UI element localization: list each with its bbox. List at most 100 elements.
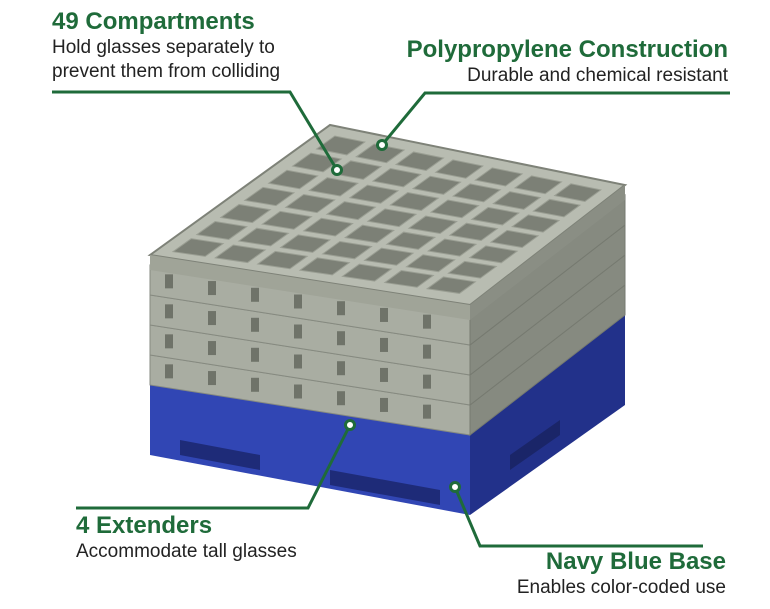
leader-lines	[52, 90, 730, 548]
compartment-cell	[553, 183, 602, 203]
extender-slot	[294, 324, 302, 339]
compartment-cell	[308, 177, 360, 197]
marker-base	[449, 481, 461, 493]
callout-extenders: 4 Extenders Accommodate tall glasses	[76, 512, 297, 564]
compartment-cell	[355, 143, 406, 164]
compartment-cell	[363, 247, 415, 266]
extender-slot	[380, 397, 388, 412]
compartment-cell	[256, 250, 309, 270]
compartment-grid	[171, 135, 602, 294]
compartment-cell	[237, 227, 290, 247]
extender-slot	[165, 364, 173, 379]
compartment-cell	[510, 214, 561, 233]
extender-slot	[251, 287, 259, 302]
compartment-cell	[315, 135, 366, 156]
compartment-cell	[366, 208, 418, 228]
marker-extenders	[344, 419, 356, 431]
extender-slot	[208, 341, 216, 356]
callout-desc: Hold glasses separately to	[52, 37, 275, 58]
compartment-cell	[470, 206, 520, 226]
compartment-cell	[492, 191, 542, 210]
navy-blue-base	[150, 310, 625, 515]
marker-compartments	[331, 164, 343, 176]
compartment-cell	[447, 260, 498, 279]
compartment-cell	[371, 167, 422, 188]
compartment-cell	[405, 254, 456, 273]
compartment-cell	[219, 203, 272, 224]
extender-slot	[380, 367, 388, 382]
compartment-cell	[243, 186, 296, 207]
callout-title: Navy Blue Base	[545, 548, 726, 575]
compartment-cell	[321, 240, 373, 260]
compartment-cell	[279, 234, 332, 253]
extenders-stack	[149, 193, 626, 437]
extender-slot	[165, 334, 173, 349]
extender-slot	[251, 317, 259, 332]
compartment-cell	[341, 263, 393, 282]
extender-slot	[337, 391, 345, 406]
extender-slot	[294, 384, 302, 399]
callout-title: 4 Extenders	[76, 512, 213, 539]
compartment-cell	[267, 169, 319, 190]
compartment-cell	[344, 224, 395, 244]
marker-construction	[376, 139, 388, 151]
callout-desc: Accommodate tall glasses	[76, 541, 297, 562]
compartment-cell	[214, 244, 267, 264]
extender-slot	[294, 294, 302, 309]
extender-slot	[165, 304, 173, 319]
callout-desc: Enables color-coded use	[516, 577, 726, 598]
extender-slot	[208, 311, 216, 326]
compartment-cell	[411, 175, 462, 195]
compartment-cell	[513, 175, 563, 195]
callout-desc: prevent them from colliding	[52, 61, 281, 82]
compartment-cell	[383, 270, 435, 288]
compartment-cell	[429, 199, 480, 219]
leader-construction	[380, 91, 730, 146]
compartment-cell	[425, 276, 477, 294]
extender-slot	[208, 371, 216, 386]
compartment-cell	[394, 151, 445, 171]
compartment-cell	[389, 192, 440, 211]
leader-base	[453, 486, 703, 548]
extender-slot	[251, 347, 259, 362]
extender-slot	[251, 377, 259, 392]
compartment-cell	[474, 167, 524, 187]
extender-slot	[380, 307, 388, 322]
callout-title: Polypropylene Construction	[406, 36, 728, 63]
compartment-cell	[489, 229, 540, 249]
callout-construction: Polypropylene Construction Durable and c…	[407, 36, 728, 88]
extender-slot	[380, 337, 388, 352]
extender-slot	[423, 314, 431, 329]
compartment-cell	[298, 257, 351, 276]
extender-slot	[337, 361, 345, 376]
callout-desc: Durable and chemical resistant	[467, 65, 728, 86]
leader-extenders	[76, 424, 352, 510]
extender-slot	[423, 374, 431, 389]
compartment-cell	[407, 215, 458, 235]
compartment-cell	[284, 193, 336, 214]
callout-compartments: 49 Compartments Hold glasses separately …	[52, 8, 280, 84]
compartment-cell	[426, 238, 478, 257]
callout-base: Navy Blue Base Enables color-coded use	[517, 548, 726, 600]
compartment-cell	[302, 217, 354, 237]
compartment-cell	[451, 183, 502, 203]
compartment-cell	[331, 160, 383, 180]
extender-slot	[165, 274, 173, 289]
extender-slot	[337, 301, 345, 316]
compartment-cell	[325, 201, 377, 221]
compartment-cell	[434, 159, 484, 179]
extender-slot	[423, 344, 431, 359]
leader-compartments	[52, 90, 339, 171]
extender-slot	[423, 404, 431, 419]
compartment-cell	[448, 222, 499, 242]
extender-slot	[294, 354, 302, 369]
compartment-cell	[195, 221, 248, 240]
compartment-cell	[171, 238, 225, 257]
callout-title: 49 Compartments	[52, 8, 255, 35]
compartment-cell	[468, 245, 519, 264]
compartment-cell	[385, 231, 437, 250]
compartment-cell	[532, 198, 582, 218]
extender-slot	[208, 281, 216, 296]
